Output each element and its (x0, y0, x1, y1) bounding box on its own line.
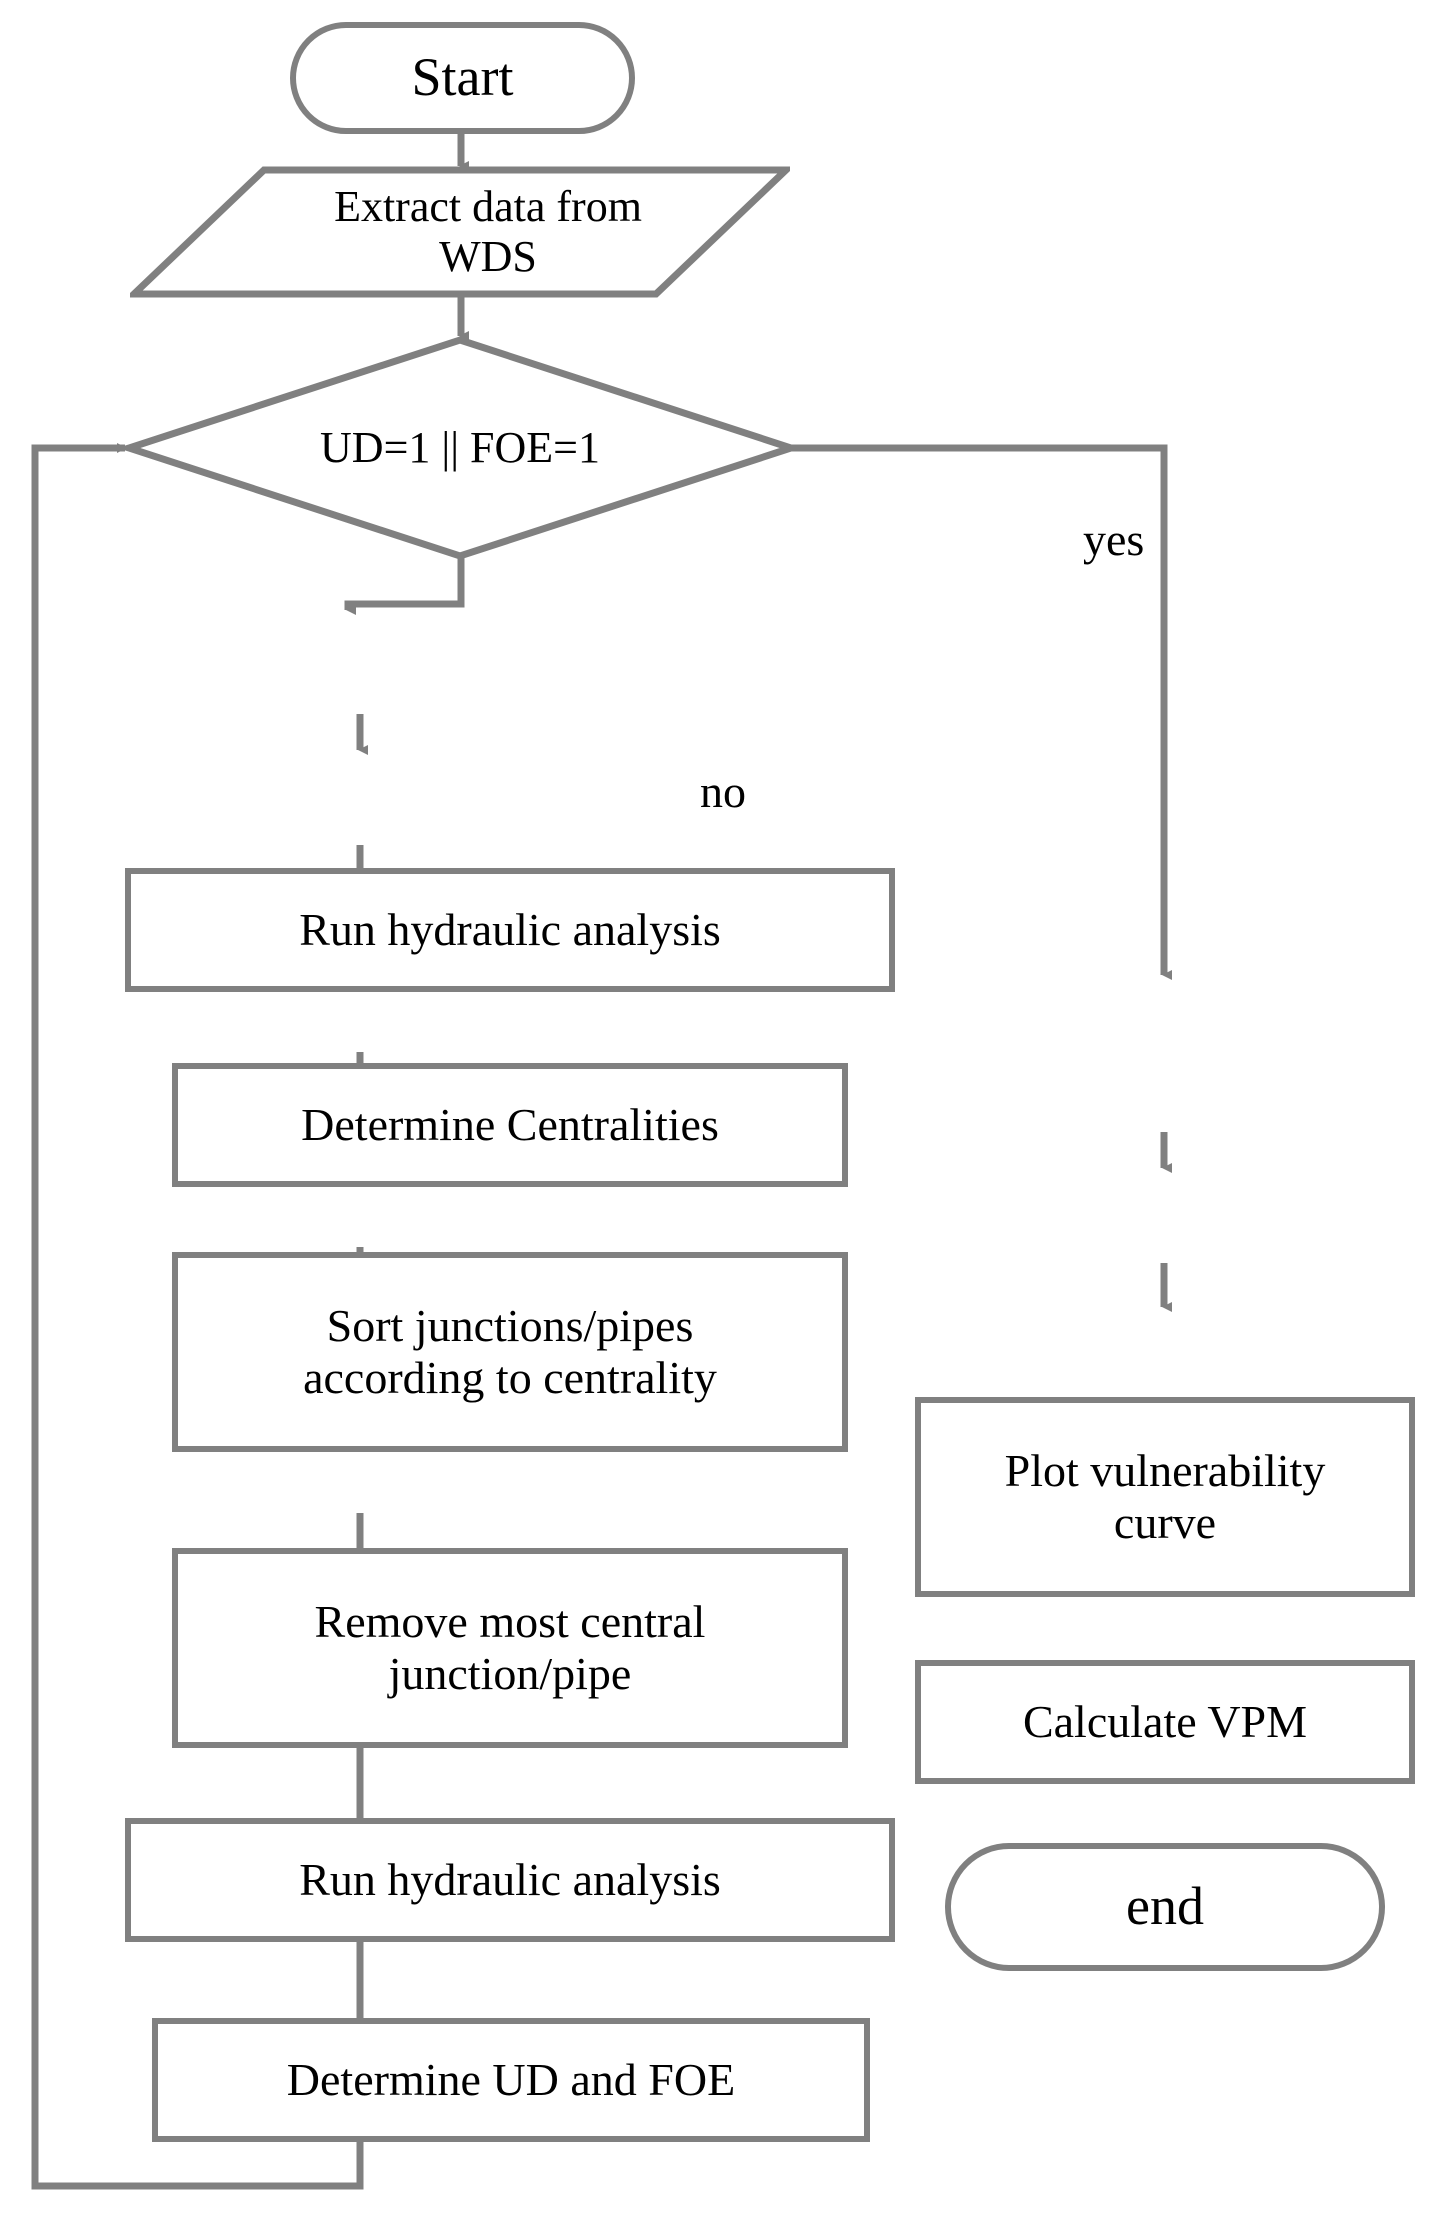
node-determine-centralities[interactable]: Determine Centralities (172, 1063, 848, 1187)
node-plot-vulnerability-curve[interactable]: Plot vulnerability curve (915, 1397, 1415, 1597)
node-run-hydraulic-analysis-1-label: Run hydraulic analysis (299, 903, 721, 955)
node-extract-data[interactable]: Extract data from WDS (130, 166, 790, 298)
diamond-shape (125, 336, 795, 560)
node-determine-ud-and-foe-label: Determine UD and FOE (286, 2053, 736, 2105)
node-determine-centralities-label: Determine Centralities (301, 1098, 719, 1150)
node-end[interactable]: end (945, 1843, 1385, 1971)
edge-decision-no-to-run1 (344, 553, 465, 615)
node-plot-vulnerability-curve-label: Plot vulnerability curve (1004, 1444, 1326, 1548)
node-determine-ud-and-foe[interactable]: Determine UD and FOE (152, 2018, 870, 2142)
node-start-label: Start (411, 47, 514, 108)
node-remove-most-central-label: Remove most central junction/pipe (314, 1595, 706, 1699)
edge-ud-foe-loop-back (31, 443, 364, 2190)
edge-label-no: no (700, 766, 746, 817)
node-sort-junctions[interactable]: Sort junctions/pipes according to centra… (172, 1252, 848, 1452)
node-calculate-vpm[interactable]: Calculate VPM (915, 1660, 1415, 1784)
node-remove-most-central[interactable]: Remove most central junction/pipe (172, 1548, 848, 1748)
node-run-hydraulic-analysis-2-label: Run hydraulic analysis (299, 1853, 721, 1905)
node-run-hydraulic-analysis-1[interactable]: Run hydraulic analysis (125, 868, 895, 992)
node-calculate-vpm-label: Calculate VPM (1022, 1695, 1308, 1747)
edge-decision-yes-to-plot (790, 444, 1172, 980)
node-run-hydraulic-analysis-2[interactable]: Run hydraulic analysis (125, 1818, 895, 1942)
node-decision[interactable]: UD=1 || FOE=1 (125, 336, 795, 560)
node-start[interactable]: Start (290, 22, 635, 134)
parallelogram-shape (130, 166, 790, 298)
node-sort-junctions-label: Sort junctions/pipes according to centra… (303, 1299, 717, 1403)
edge-label-yes: yes (1083, 514, 1145, 565)
node-end-label: end (1126, 1876, 1204, 1937)
